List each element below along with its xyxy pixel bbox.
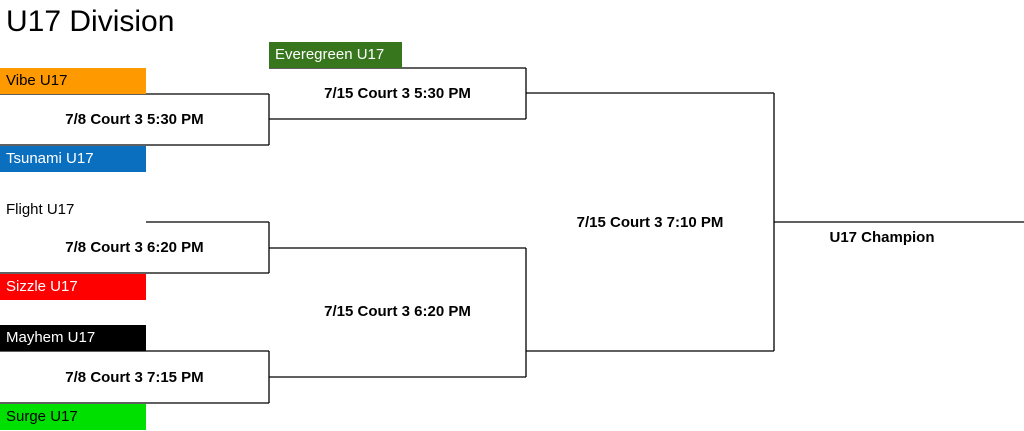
team-label: Vibe U17 (6, 72, 68, 89)
team-flight: Flight U17 (0, 197, 146, 223)
game-r1-2: 7/8 Court 3 6:20 PM (65, 239, 204, 256)
game-r1-1: 7/8 Court 3 5:30 PM (65, 111, 204, 128)
team-vibe: Vibe U17 (0, 68, 146, 94)
team-sizzle: Sizzle U17 (0, 274, 146, 300)
team-label: Sizzle U17 (6, 278, 78, 295)
team-everegreen: Everegreen U17 (269, 42, 402, 68)
team-mayhem: Mayhem U17 (0, 325, 146, 351)
game-r2-1: 7/15 Court 3 5:30 PM (324, 85, 471, 102)
team-label: Flight U17 (6, 201, 75, 218)
team-tsunami: Tsunami U17 (0, 146, 146, 172)
team-label: Surge U17 (6, 408, 78, 425)
game-r2-2: 7/15 Court 3 6:20 PM (324, 303, 471, 320)
champion-label: U17 Champion (829, 229, 935, 246)
page-title: U17 Division (6, 5, 175, 38)
team-label: Mayhem U17 (6, 329, 96, 346)
team-label: Tsunami U17 (6, 150, 94, 167)
game-r1-3: 7/8 Court 3 7:15 PM (65, 369, 204, 386)
team-label: Everegreen U17 (275, 46, 385, 63)
team-surge: Surge U17 (0, 404, 146, 430)
game-final: 7/15 Court 3 7:10 PM (576, 214, 724, 231)
